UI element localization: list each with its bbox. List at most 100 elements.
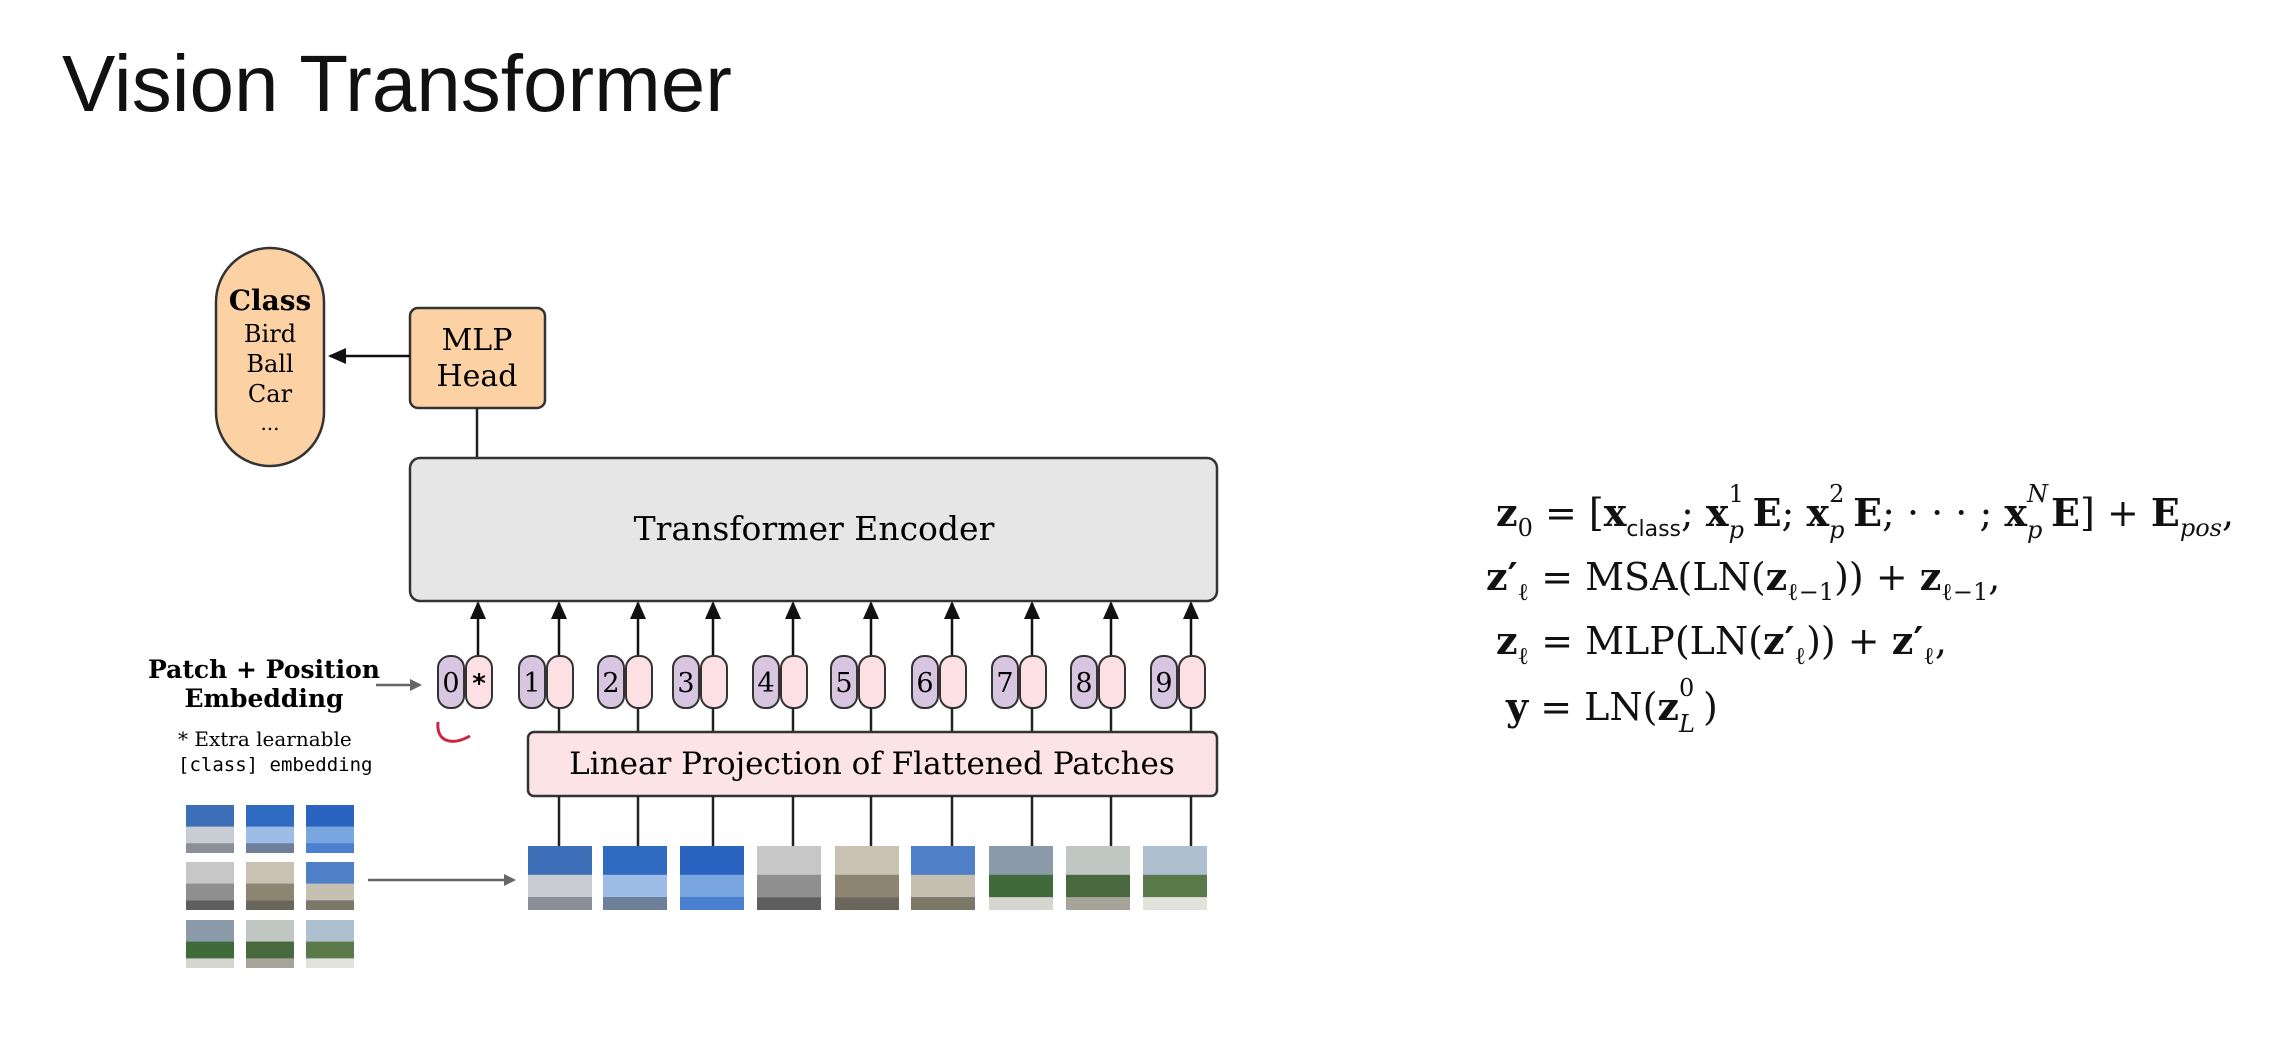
patch-embedding-7 [1019, 655, 1047, 709]
grid-building [246, 941, 294, 959]
footnote-line2: [class] embedding [178, 754, 372, 776]
embedding-label-line2: Embedding [184, 684, 343, 713]
grid-building [186, 883, 234, 901]
image-patch-5 [835, 796, 899, 910]
linear-projection-box: Linear Projection of Flattened Patches [526, 730, 1219, 798]
patch-building [757, 874, 821, 898]
grid-patch-2 [246, 805, 294, 853]
patch-building [1066, 874, 1130, 898]
patch-ground [757, 897, 821, 910]
patch-ground [1066, 897, 1130, 910]
patch-embedding-2 [625, 655, 653, 709]
class-token-star: * [472, 669, 486, 699]
patch-ground [528, 897, 592, 910]
patch-building [528, 874, 592, 898]
grid-ground [306, 843, 354, 853]
equation-2: z′ℓ = MSA(LN(zℓ−1)) + zℓ−1, [1486, 554, 2001, 606]
token-7: 7 [991, 601, 1047, 732]
token-8: 8 [1070, 601, 1126, 732]
grid-patch-9 [306, 920, 354, 968]
token-5: 5 [830, 601, 886, 732]
patch-building [680, 874, 744, 898]
embedding-label-line1: Patch + Position [148, 655, 380, 684]
image-patch-9 [1143, 796, 1207, 910]
class-token-curl-mark [436, 721, 471, 743]
position-embedding-0 [437, 655, 465, 709]
position-index-8: 8 [1075, 668, 1092, 699]
grid-patch-5 [246, 862, 294, 910]
patch-embedding-9 [1178, 655, 1206, 709]
position-index-0: 0 [442, 668, 459, 699]
patch-embedding-1 [546, 655, 574, 709]
position-index-3: 3 [677, 668, 694, 699]
position-embedding-9 [1150, 655, 1178, 709]
image-patch-8 [1066, 796, 1130, 910]
mlp-head-box: MLP Head [408, 306, 547, 410]
token-6: 6 [911, 601, 967, 732]
token-1: 1 [518, 601, 574, 732]
grid-building [246, 883, 294, 901]
image-patch-6 [911, 796, 975, 910]
grid-patch-4 [186, 862, 234, 910]
patch-ground [835, 897, 899, 910]
patch-ground [603, 897, 667, 910]
position-index-7: 7 [996, 668, 1013, 699]
class-item-2: Ball [246, 350, 293, 378]
patch-ground [680, 897, 744, 910]
grid-patch-1 [186, 805, 234, 853]
grid-ground [306, 958, 354, 968]
source-image-grid [186, 805, 354, 968]
class-item-1: Bird [244, 320, 296, 348]
position-embedding-1 [518, 655, 546, 709]
position-embedding-5 [830, 655, 858, 709]
token-2: 2 [597, 601, 653, 732]
mlp-head-line1: MLP [442, 323, 513, 358]
grid-building [186, 826, 234, 844]
grid-patch-3 [306, 805, 354, 853]
patch-ground [1143, 897, 1207, 910]
token-0: 0* [437, 601, 493, 709]
grid-ground [246, 900, 294, 910]
mlp-head-line2: Head [436, 359, 517, 394]
patch-ground [989, 897, 1053, 910]
grid-patch-7 [186, 920, 234, 968]
image-patch-7 [989, 796, 1053, 910]
grid-ground [186, 900, 234, 910]
patch-embedding-6 [939, 655, 967, 709]
equation-3: zℓ = MLP(LN(z′ℓ)) + z′ℓ, [1496, 618, 1947, 670]
grid-patch-6 [306, 862, 354, 910]
position-index-4: 4 [757, 668, 774, 699]
footnote-line1: * Extra learnable [178, 727, 352, 751]
grid-ground [246, 843, 294, 853]
position-index-2: 2 [602, 668, 619, 699]
patch-embedding-0 [465, 655, 493, 709]
image-patch-4 [757, 796, 821, 910]
patch-row [528, 796, 1207, 910]
grid-building [306, 826, 354, 844]
patch-embedding-8 [1098, 655, 1126, 709]
projection-label: Linear Projection of Flattened Patches [569, 746, 1175, 782]
grid-ground [186, 843, 234, 853]
grid-building [186, 941, 234, 959]
position-index-1: 1 [523, 668, 540, 699]
patch-embedding-3 [700, 655, 728, 709]
token-4: 4 [752, 601, 808, 732]
class-output-box: Class Bird Ball Car ... [214, 246, 326, 468]
patch-embedding-5 [858, 655, 886, 709]
patch-building [835, 874, 899, 898]
position-embedding-7 [991, 655, 1019, 709]
grid-ground [186, 958, 234, 968]
patch-building [989, 874, 1053, 898]
position-embedding-8 [1070, 655, 1098, 709]
class-heading: Class [229, 284, 312, 317]
image-patch-3 [680, 796, 744, 910]
token-3: 3 [672, 601, 728, 732]
patch-ground [911, 897, 975, 910]
image-patch-1 [528, 796, 592, 910]
image-patch-2 [603, 796, 667, 910]
encoder-label: Transformer Encoder [634, 509, 995, 548]
